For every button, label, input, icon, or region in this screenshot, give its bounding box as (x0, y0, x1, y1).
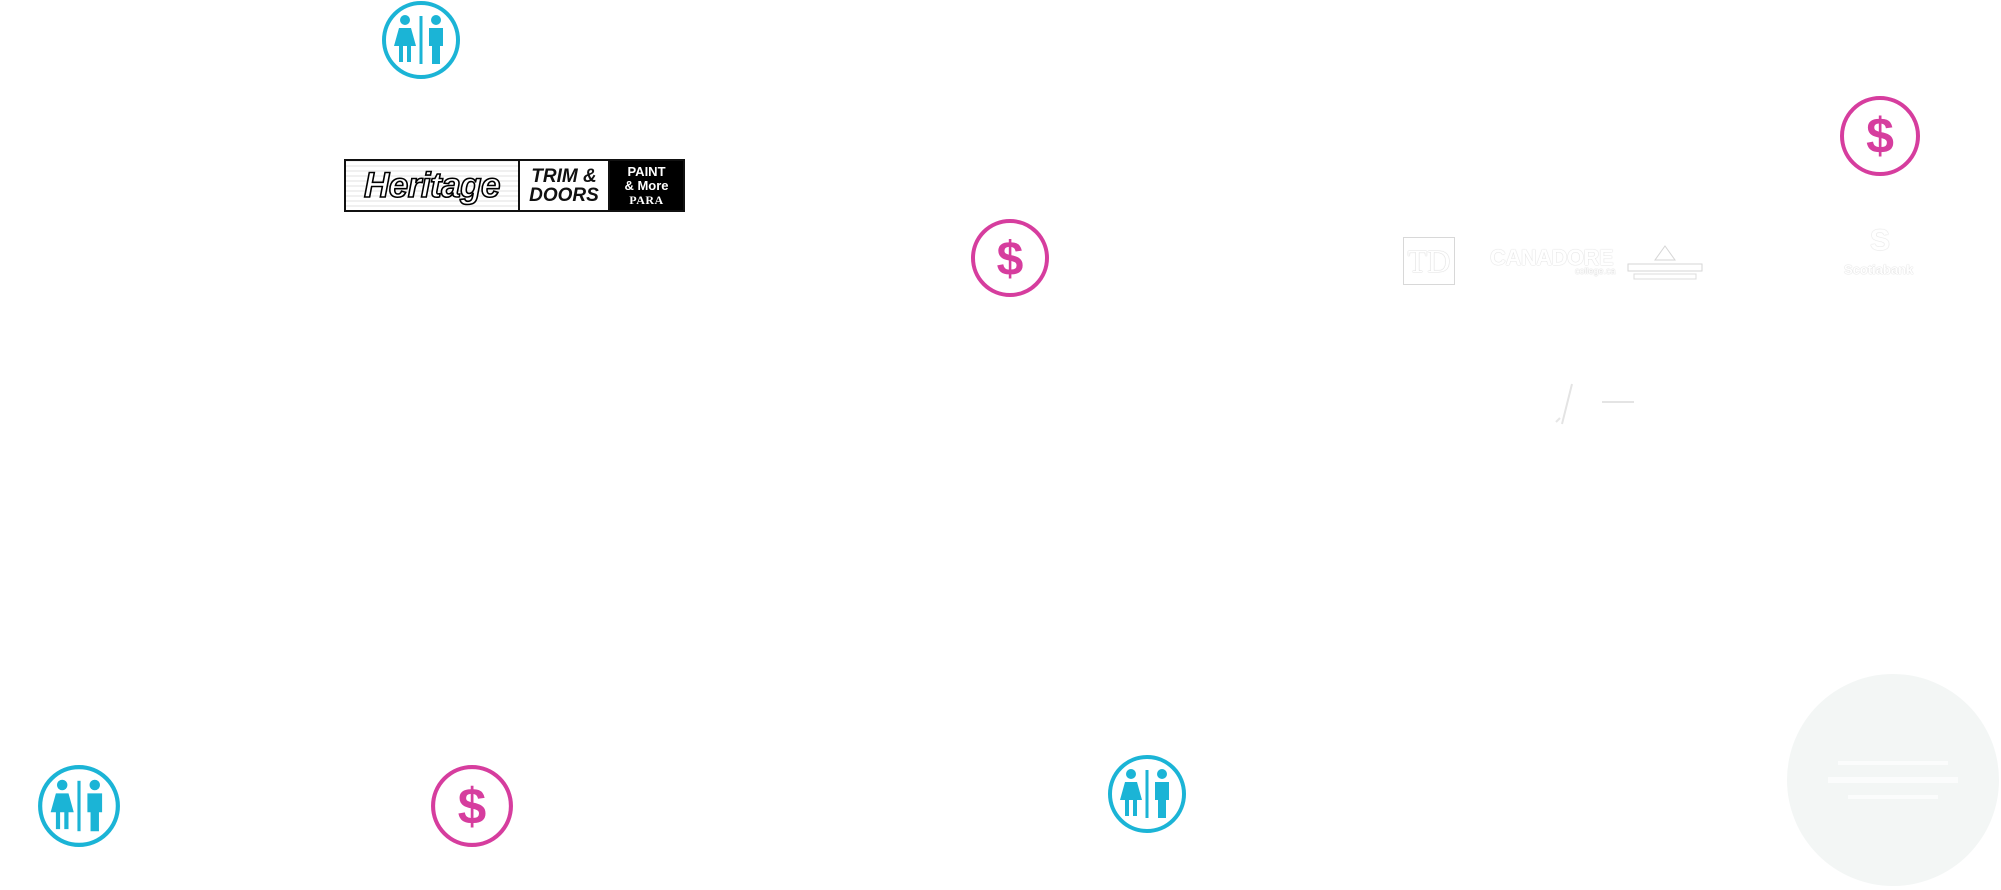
svg-text:$: $ (1866, 108, 1894, 164)
badge-emblem-icon (1828, 761, 1958, 799)
scotiabank-symbol-icon: S (1870, 224, 1891, 257)
washroom-marker[interactable] (381, 0, 461, 80)
heritage-paint-panel: PAINT & More PARA (610, 161, 683, 210)
heritage-trim-line2: DOORS (529, 184, 599, 206)
atm-marker[interactable]: $ (970, 218, 1050, 298)
washroom-marker[interactable] (37, 764, 121, 848)
para-logo: PARA (629, 192, 664, 207)
art-gallery-logo (1624, 244, 1706, 287)
heritage-trim-line1: TRIM & (531, 165, 597, 187)
dollar-icon: $ (431, 765, 513, 847)
td-logo: TD (1403, 237, 1455, 285)
canadore-logo-sub: college.ca (1575, 266, 1616, 276)
heritage-trim-doors: TRIM & DOORS (520, 161, 610, 210)
td-logo-text: TD (1407, 242, 1451, 279)
washroom-icon (1108, 755, 1186, 833)
atm-marker[interactable]: $ (430, 764, 514, 848)
dollar-icon: $ (971, 219, 1049, 297)
atm-marker[interactable]: $ (1839, 95, 1921, 177)
washroom-marker[interactable] (1107, 754, 1187, 834)
heritage-name: Heritage (346, 161, 520, 210)
scotiabank-logo: Scotiabank (1844, 262, 1914, 277)
washroom-icon (382, 1, 460, 79)
washroom-icon (38, 765, 120, 847)
heritage-paint-line1: PAINT (627, 163, 666, 179)
faded-circle-badge (1787, 674, 1999, 886)
heritage-paint-line2: & More (624, 177, 669, 193)
faint-mark-icon (1555, 383, 1634, 425)
dollar-icon: $ (1840, 96, 1920, 176)
canadore-logo: CANADORE (1490, 245, 1614, 270)
gallery-logo-icon (1627, 245, 1703, 280)
svg-text:$: $ (458, 777, 486, 834)
heritage-trim-doors-sign[interactable]: Heritage TRIM & DOORS PAINT & More PARA (344, 159, 685, 212)
svg-text:$: $ (997, 233, 1024, 286)
